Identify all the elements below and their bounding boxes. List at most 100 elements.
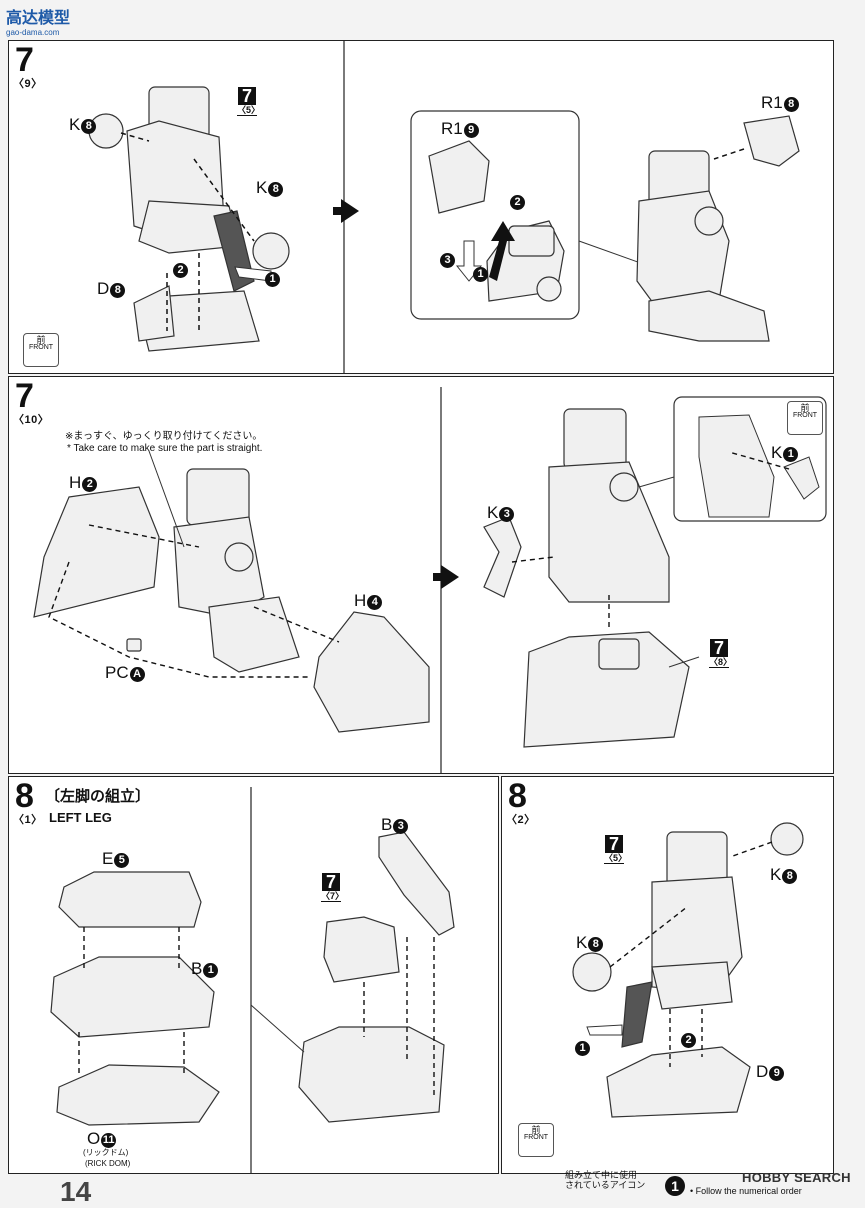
reference-step: 7 〈7〉 <box>321 873 345 902</box>
o11-sub-en: (RICK DOM) <box>85 1159 131 1168</box>
step-number: 8 <box>15 777 34 815</box>
part-letter: E <box>102 849 114 868</box>
part-number-badge: 11 <box>101 1133 117 1148</box>
reference-step: 7 〈5〉 <box>604 835 628 864</box>
part-letter: D <box>756 1062 769 1081</box>
step-order-number: 2 <box>173 263 188 278</box>
step-order-badge: 2 <box>680 1029 696 1049</box>
legend-order-badge: 1 <box>664 1176 685 1197</box>
reference-step-number: 7 <box>322 873 340 891</box>
site-watermark: 高达模型 gao-dama.com <box>6 4 70 37</box>
step-order-number: 1 <box>265 272 280 287</box>
step-order-badge: 1 <box>264 268 280 288</box>
legend-ja-line-1: 組み立て中に使用 <box>565 1170 638 1180</box>
o11-sub-ja: (リックドム) <box>83 1148 129 1157</box>
step-sub-number: 〈1〉 <box>13 814 43 826</box>
step-order-badge: 1 <box>472 263 488 283</box>
part-number-badge: 4 <box>367 595 383 610</box>
section-title-ja: 〔左脚の組立〕 <box>45 788 151 805</box>
part-letter: K <box>771 443 783 462</box>
part-number-badge: 8 <box>110 283 126 298</box>
step-order-badge: 2 <box>509 191 525 211</box>
icon-legend: 組み立て中に使用 されているアイコン <box>565 1170 645 1190</box>
step-order-number: 1 <box>473 267 488 282</box>
part-letter: R1 <box>441 119 463 138</box>
part-number-badge: 5 <box>114 853 130 868</box>
hobbysearch-watermark: HOBBY SEARCH <box>742 1170 851 1185</box>
step-7-9-illustration <box>88 41 800 373</box>
part-number-badge: 8 <box>268 182 284 197</box>
reference-step-sub: 〈7〉 <box>321 891 345 902</box>
part-letter: D <box>97 279 110 298</box>
reference-step-sub: 〈5〉 <box>604 853 628 864</box>
part-number-badge: 9 <box>769 1066 785 1081</box>
part-letter: K <box>69 115 81 134</box>
part-letter: R1 <box>761 93 783 112</box>
page-number: 14 <box>60 1176 92 1207</box>
front-text: FRONT <box>792 412 818 419</box>
front-indicator: 前 FRONT <box>518 1123 554 1157</box>
reference-step-sub: 〈5〉 <box>237 105 261 116</box>
part-number-badge: A <box>129 667 145 682</box>
section-title-en: LEFT LEG <box>49 810 112 825</box>
reference-step: 7 〈8〉 <box>709 639 733 668</box>
part-number-badge: 3 <box>499 507 515 522</box>
step-sub-number: 〈10〉 <box>13 414 50 426</box>
part-letter: B <box>381 815 393 834</box>
step-number: 8 <box>508 777 527 815</box>
step-order-badge: 1 <box>574 1037 590 1057</box>
watermark-logo: 高达模型 <box>6 10 71 27</box>
note-japanese: ※まっすぐ、ゆっくり取り付けてください。 <box>65 431 263 442</box>
part-letter: PC <box>105 663 129 682</box>
front-kanji: 前 <box>36 335 46 345</box>
part-number-badge: 8 <box>782 869 798 884</box>
front-indicator: 前 FRONT <box>23 333 59 367</box>
step-order-badge: 2 <box>172 259 188 279</box>
part-letter: H <box>69 473 82 492</box>
reference-step-number: 7 <box>710 639 728 657</box>
part-letter: H <box>354 591 367 610</box>
front-indicator: 前 FRONT <box>787 401 823 435</box>
part-number-badge: 8 <box>81 119 97 134</box>
part-letter: B <box>191 959 203 978</box>
front-kanji: 前 <box>531 1125 541 1135</box>
part-number-badge: 3 <box>393 819 409 834</box>
part-letter: K <box>576 933 588 952</box>
panel-step-7-10: 7 〈10〉 ※まっすぐ、ゆっくり取り付けてください。 * Take care … <box>8 376 834 774</box>
reference-step-number: 7 <box>605 835 623 853</box>
step-8-2-illustration <box>572 822 804 1118</box>
step-order-number: 3 <box>440 253 455 268</box>
step-sub-number: 〈2〉 <box>506 814 536 826</box>
part-number-badge: 1 <box>203 963 219 978</box>
part-number-badge: 2 <box>82 477 98 492</box>
legend-en: • Follow the numerical order <box>690 1186 802 1196</box>
part-letter: K <box>256 178 268 197</box>
step-number: 7 <box>15 377 34 415</box>
step-order-badge: 3 <box>439 249 455 269</box>
part-number-badge: 8 <box>588 937 604 952</box>
step-order-number: 2 <box>510 195 525 210</box>
step-8-1-illustration <box>50 787 455 1173</box>
step-sub-number: 〈9〉 <box>13 78 43 90</box>
reference-step-sub: 〈8〉 <box>709 657 733 668</box>
part-number-badge: 1 <box>783 447 799 462</box>
watermark-url: gao-dama.com <box>6 28 60 37</box>
